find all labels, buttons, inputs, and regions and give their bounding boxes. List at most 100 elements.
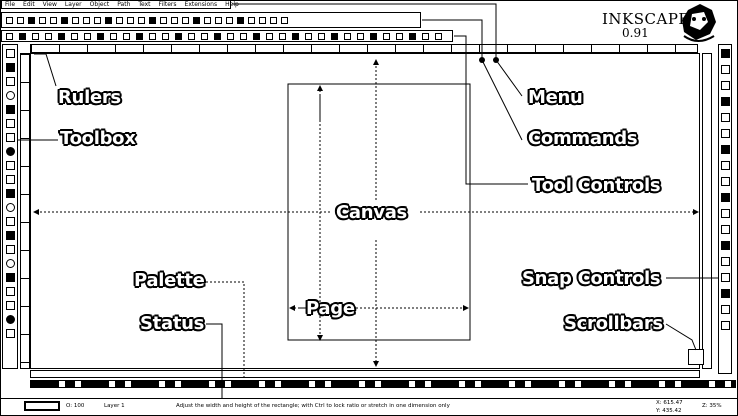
connector-icon[interactable] (5, 329, 15, 338)
eraser-icon[interactable] (5, 259, 15, 268)
menu-filters[interactable]: Filters (158, 1, 177, 8)
redo-icon[interactable] (83, 16, 90, 24)
control-icon-33[interactable] (422, 32, 429, 40)
control-icon-4[interactable] (45, 32, 52, 40)
control-icon-31[interactable] (396, 32, 403, 40)
open-icon[interactable] (17, 16, 24, 24)
horizontal-scrollbar[interactable] (30, 370, 700, 378)
control-icon-14[interactable] (175, 32, 182, 40)
export-icon[interactable] (61, 16, 68, 24)
zoom-icon[interactable] (5, 91, 15, 100)
snap-text-icon[interactable] (720, 273, 730, 282)
menu-text[interactable]: Text (138, 1, 151, 8)
control-icon-18[interactable] (227, 32, 234, 40)
control-icon-19[interactable] (240, 32, 247, 40)
mesh-icon[interactable] (5, 301, 15, 310)
control-icon-17[interactable] (214, 32, 221, 40)
snap-bbox-icon[interactable] (720, 65, 730, 74)
spray-icon[interactable] (5, 245, 15, 254)
document-properties-icon[interactable] (270, 16, 277, 24)
text-font-icon[interactable] (226, 16, 233, 24)
ellipse-icon[interactable] (5, 147, 15, 156)
control-icon-16[interactable] (201, 32, 208, 40)
spiral-icon[interactable] (5, 175, 15, 184)
calligraphy-icon[interactable] (5, 217, 15, 226)
pen-icon[interactable] (5, 203, 15, 212)
snap-cusp-icon[interactable] (720, 193, 730, 202)
control-icon-12[interactable] (149, 32, 156, 40)
control-icon-3[interactable] (32, 32, 39, 40)
snap-center-icon[interactable] (720, 129, 730, 138)
control-icon-10[interactable] (123, 32, 130, 40)
snap-grid-icon[interactable] (720, 305, 730, 314)
snap-midpoint-icon[interactable] (720, 113, 730, 122)
print-icon[interactable] (39, 16, 46, 24)
node-icon[interactable] (5, 63, 15, 72)
menu-path[interactable]: Path (117, 1, 131, 8)
control-icon-26[interactable] (331, 32, 338, 40)
control-icon-22[interactable] (279, 32, 286, 40)
vertical-scrollbar[interactable] (702, 53, 712, 369)
selector-icon[interactable] (5, 49, 15, 58)
clone-icon[interactable] (171, 16, 178, 24)
snap-line-mid-icon[interactable] (720, 225, 730, 234)
snap-intersection-icon[interactable] (720, 177, 730, 186)
snap-toggle-icon[interactable] (720, 49, 730, 58)
control-icon-30[interactable] (383, 32, 390, 40)
control-icon-27[interactable] (344, 32, 351, 40)
control-icon-21[interactable] (266, 32, 273, 40)
snap-rotation-icon[interactable] (720, 257, 730, 266)
undo-icon[interactable] (72, 16, 79, 24)
control-icon-24[interactable] (305, 32, 312, 40)
fill-stroke-indicator[interactable] (24, 401, 60, 411)
control-icon-15[interactable] (188, 32, 195, 40)
zoom-drawing-icon[interactable] (138, 16, 145, 24)
menu-edit[interactable]: Edit (23, 1, 35, 8)
ungroup-icon[interactable] (204, 16, 211, 24)
align-distribute-icon[interactable] (248, 16, 255, 24)
text-icon[interactable] (5, 231, 15, 240)
snap-nodes-icon[interactable] (720, 145, 730, 154)
snap-edge-icon[interactable] (720, 81, 730, 90)
snap-smooth-icon[interactable] (720, 209, 730, 218)
menu-help[interactable]: Help (225, 1, 239, 8)
menu-object[interactable]: Object (89, 1, 110, 8)
star-icon[interactable] (5, 161, 15, 170)
control-icon-13[interactable] (162, 32, 169, 40)
cut-icon[interactable] (105, 16, 112, 24)
control-icon-5[interactable] (58, 32, 65, 40)
menu-layer[interactable]: Layer (64, 1, 82, 8)
menu-extensions[interactable]: Extensions (184, 1, 218, 8)
control-icon-28[interactable] (357, 32, 364, 40)
rectangle-icon[interactable] (5, 119, 15, 128)
control-icon-9[interactable] (110, 32, 117, 40)
control-icon-1[interactable] (6, 32, 13, 40)
control-icon-34[interactable] (435, 32, 442, 40)
copy-icon[interactable] (94, 16, 101, 24)
menu-file[interactable]: File (5, 1, 16, 8)
duplicate-icon[interactable] (160, 16, 167, 24)
control-icon-23[interactable] (292, 32, 299, 40)
opacity-readout[interactable]: O: 100 (66, 403, 85, 409)
control-icon-2[interactable] (19, 32, 26, 40)
measure-icon[interactable] (5, 105, 15, 114)
xml-editor-icon[interactable] (237, 16, 244, 24)
layer-selector[interactable]: Layer 1 (104, 403, 125, 409)
box3d-icon[interactable] (5, 133, 15, 142)
zoom-selection-icon[interactable] (127, 16, 134, 24)
palette[interactable] (30, 380, 736, 388)
control-icon-29[interactable] (370, 32, 377, 40)
control-icon-20[interactable] (253, 32, 260, 40)
snap-path-icon[interactable] (720, 161, 730, 170)
snap-corner-icon[interactable] (720, 97, 730, 106)
paste-icon[interactable] (116, 16, 123, 24)
dropper-icon[interactable] (5, 315, 15, 324)
preferences-icon[interactable] (259, 16, 266, 24)
control-icon-8[interactable] (97, 32, 104, 40)
bucket-icon[interactable] (5, 273, 15, 282)
snap-page-icon[interactable] (720, 289, 730, 298)
pencil-icon[interactable] (5, 189, 15, 198)
menu-view[interactable]: View (42, 1, 57, 8)
zoom-readout[interactable]: Z: 35% (702, 403, 722, 409)
control-icon-25[interactable] (318, 32, 325, 40)
